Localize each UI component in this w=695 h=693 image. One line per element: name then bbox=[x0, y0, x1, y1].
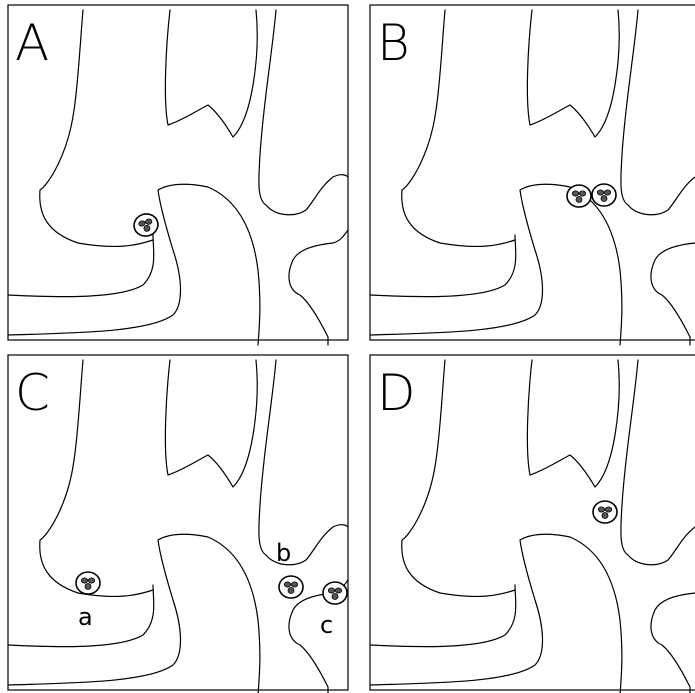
region-label-c: c bbox=[320, 611, 333, 639]
panel-a-label: A bbox=[15, 14, 49, 72]
panel-c-particle-c bbox=[322, 581, 348, 605]
region-label-b: b bbox=[276, 539, 291, 567]
panel-d-label: D bbox=[377, 364, 416, 422]
region-label-a: a bbox=[78, 603, 93, 631]
panel-c: C a b c bbox=[7, 354, 349, 693]
panel-b-particle-1 bbox=[566, 184, 592, 208]
panel-a-frame bbox=[7, 4, 349, 341]
panel-b-frame bbox=[369, 4, 695, 341]
panel-d: D bbox=[369, 354, 695, 693]
panel-c-frame bbox=[7, 354, 349, 691]
panel-b: B bbox=[369, 4, 695, 346]
panel-d-particle bbox=[592, 500, 618, 524]
panel-c-particle-a bbox=[75, 571, 101, 595]
panel-c-particle-b bbox=[278, 575, 304, 599]
panel-a: A bbox=[7, 4, 349, 346]
panel-d-frame bbox=[369, 354, 695, 691]
panel-b-label: B bbox=[377, 14, 410, 72]
panel-b-particle-2 bbox=[591, 183, 617, 207]
panel-c-label: C bbox=[15, 364, 50, 422]
